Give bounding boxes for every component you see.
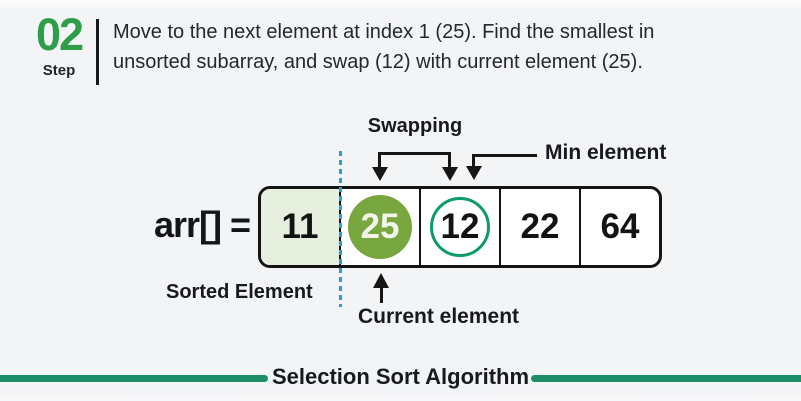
array-value-0: 11 xyxy=(281,207,319,246)
array-cell-2-min: 12 xyxy=(421,189,501,265)
array-value-4: 64 xyxy=(600,207,640,246)
min-element-ring: 12 xyxy=(430,197,490,257)
swap-arrow-right-head-icon xyxy=(441,167,458,181)
sorted-element-label: Sorted Element xyxy=(166,281,313,303)
min-element-pointer-line xyxy=(474,154,537,157)
footer-left-line xyxy=(0,375,268,382)
min-element-pointer-stub xyxy=(472,154,475,168)
footer-right-line xyxy=(531,375,801,382)
min-element-label: Min element xyxy=(545,141,667,164)
current-element-circle: 25 xyxy=(348,195,412,259)
step-number: 02 xyxy=(35,9,84,60)
array-cell-0-sorted: 11 xyxy=(261,189,341,265)
array-cell-1-current: 25 xyxy=(341,189,421,265)
step-description-line1: Move to the next element at index 1 (25)… xyxy=(113,21,655,43)
step-description: Move to the next element at index 1 (25)… xyxy=(113,17,654,77)
step-label: Step xyxy=(42,62,76,79)
footer-title: Selection Sort Algorithm xyxy=(271,364,530,389)
array-box: 11 25 12 22 64 xyxy=(258,186,662,268)
current-element-arrow-stub xyxy=(379,286,383,303)
current-element-arrow-head-icon xyxy=(373,273,389,288)
array-value-3: 22 xyxy=(520,207,560,246)
sorted-boundary-dashed-line xyxy=(339,151,342,307)
array-cell-4: 64 xyxy=(581,189,659,265)
array-cell-3: 22 xyxy=(501,189,581,265)
min-element-arrow-head-icon xyxy=(466,166,482,180)
step-description-line2: unsorted subarray, and swap (12) with cu… xyxy=(113,51,643,73)
array-name-label: arr[] = xyxy=(153,204,251,245)
current-element-label: Current element xyxy=(358,305,520,328)
swap-bracket-arrow xyxy=(371,152,458,181)
swap-arrow-left-head-icon xyxy=(371,167,388,181)
header-divider xyxy=(96,19,99,85)
swapping-label: Swapping xyxy=(367,115,463,137)
